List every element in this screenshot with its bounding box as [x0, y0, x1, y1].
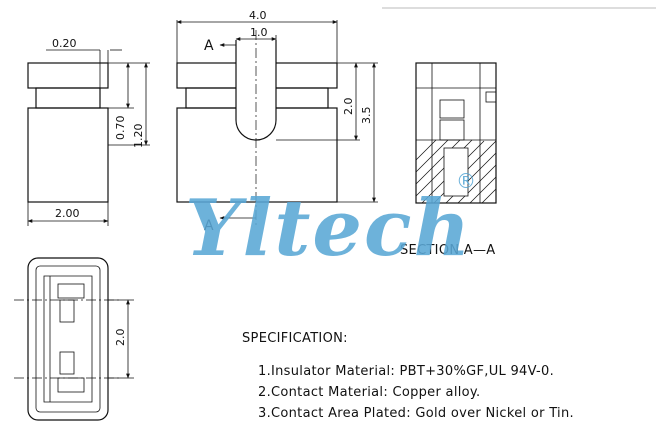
dim-side-2-00: 2.00 [55, 207, 80, 220]
front-view: 4.0 1.0 A A 2.0 3.5 [176, 9, 378, 234]
dim-side-0-20: 0.20 [52, 37, 77, 50]
section-view: SECTION A—A [400, 62, 497, 258]
dim-front-3-5: 3.5 [360, 107, 373, 125]
dim-side-0-70: 0.70 [114, 116, 127, 141]
spec-item-2: 2.Contact Material: Copper alloy. [258, 385, 480, 400]
spec-title: SPECIFICATION: [242, 331, 348, 346]
section-marker-bottom: A [204, 218, 214, 234]
spec-item-1: 1.Insulator Material: PBT+30%GF,UL 94V-0… [258, 364, 554, 379]
dim-front-4-0: 4.0 [249, 9, 267, 22]
section-marker-top: A [204, 38, 214, 54]
dim-front-2-0: 2.0 [342, 98, 355, 116]
registered-mark: ® [456, 169, 476, 193]
ytech-logo: Yltech ® [185, 169, 476, 274]
spec-item-3: 3.Contact Area Plated: Gold over Nickel … [258, 406, 574, 421]
dim-front-1-0: 1.0 [250, 26, 268, 39]
dim-bottom-2-0: 2.0 [114, 329, 127, 347]
specification-block: SPECIFICATION: 1.Insulator Material: PBT… [242, 331, 574, 421]
bottom-view: 2.0 [14, 257, 134, 421]
dim-side-1-20: 1.20 [132, 124, 145, 149]
section-label: SECTION A—A [400, 243, 496, 258]
side-view: 0.20 0.70 1.20 2.00 [27, 37, 150, 226]
logo-text: Yltech [185, 183, 472, 274]
